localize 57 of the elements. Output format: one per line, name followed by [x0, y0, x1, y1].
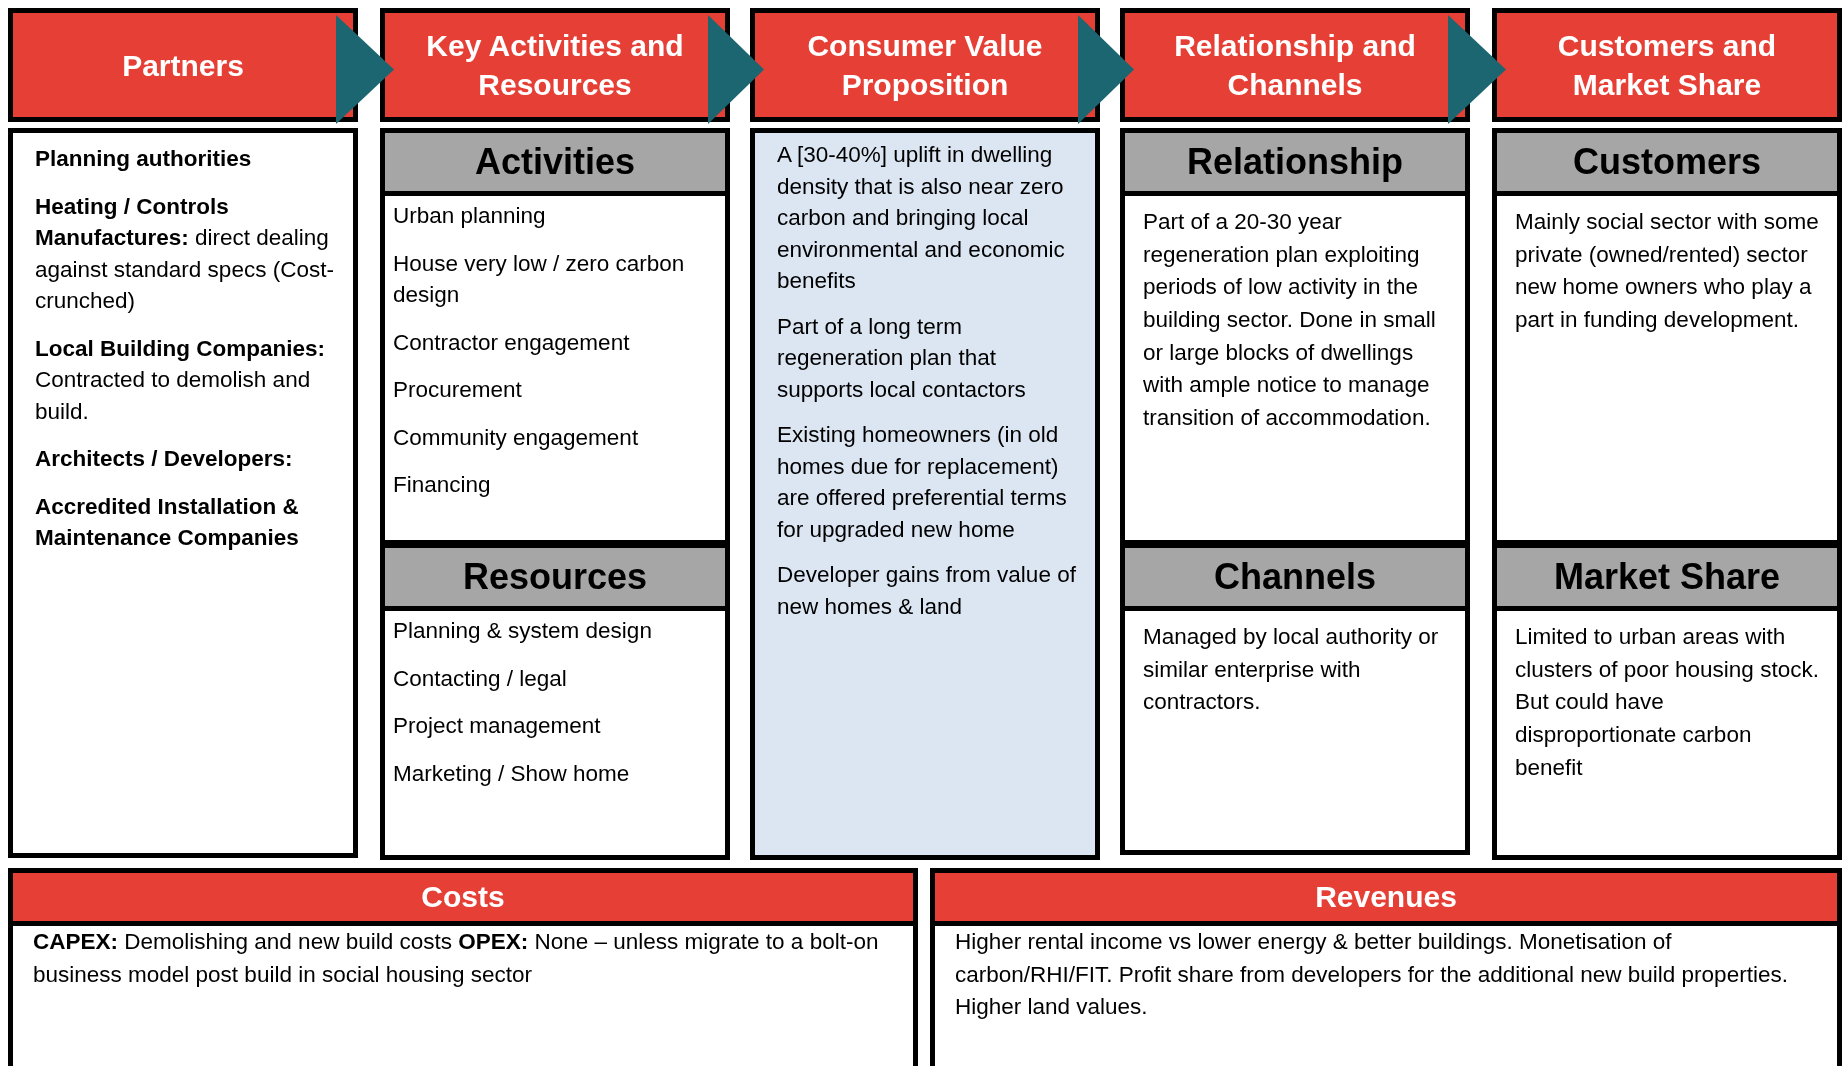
- panel-text: Limited to urban areas with clusters of poor housing stock. But could have disproportionate carbon benefit: [1515, 623, 1820, 782]
- panel-text: Contacting / legal: [393, 664, 568, 693]
- header-title: Key Activities and Resources: [425, 28, 685, 103]
- panel-text: Urban planning: [393, 202, 547, 230]
- chevron-arrow: [336, 15, 394, 124]
- content-panel: [8, 128, 358, 858]
- panel-text: Planning authorities: [35, 145, 253, 173]
- panel-text: Mainly social sector with some private (owned/rented) sector new home owners who play a part in funding development.: [1515, 208, 1820, 334]
- panel-text: CAPEX: Demolishing and new build costs OPEX: None – unless migrate to a bolt-on business model post build in social housing sector: [33, 928, 880, 989]
- content-panel: [380, 543, 730, 860]
- panel-text: A [30-40%] uplift in dwelling density that is also near zero carbon and bringing local environmental and economic benefits: [777, 141, 1066, 295]
- chevron-arrow: [1078, 15, 1134, 124]
- section-heading: Customers: [1497, 133, 1837, 196]
- header-title: Customers and Market Share: [1556, 28, 1778, 103]
- content-panel: [380, 128, 730, 545]
- chevron-arrow: [1448, 15, 1506, 124]
- content-panel: [1492, 543, 1842, 860]
- panel-text: Contractor engagement: [393, 328, 631, 357]
- panel-text: Marketing / Show home: [393, 759, 631, 788]
- content-panel: [930, 868, 1842, 1066]
- header-box: [750, 8, 1100, 122]
- chevron-arrow: [708, 15, 764, 124]
- section-heading: Resources: [385, 548, 725, 611]
- panel-text: Heating / Controls Manufactures: direct dealing against standard specs (Cost-crunched): [35, 192, 335, 315]
- panel-text: Part of a 20-30 year regeneration plan exploiting periods of low activity in the building sector. Done in small or large blocks of dwellings with ample notice to manage transition of accommodation.: [1143, 208, 1437, 432]
- panel-text: Financing: [393, 471, 492, 499]
- section-heading: Costs: [13, 873, 913, 926]
- panel-text: Planning & system design: [393, 617, 653, 645]
- header-title: Relationship and Channels: [1173, 28, 1417, 103]
- content-panel: [1120, 543, 1470, 855]
- content-panel: [8, 868, 918, 1066]
- panel-text: Community engagement: [393, 423, 640, 452]
- header-box: [380, 8, 730, 122]
- panel-text: Part of a long term regeneration plan that supports local contactors: [777, 312, 1027, 404]
- panel-text: Local Building Companies: Contracted to demolish and build.: [35, 334, 327, 426]
- section-heading: Activities: [385, 133, 725, 196]
- content-panel: [1120, 128, 1470, 545]
- panel-text: Higher rental income vs lower energy & better buildings. Monetisation of carbon/RHI/FIT. Profit share from developers for the additional new build properties. Higher land values.: [955, 928, 1789, 1022]
- section-heading: Channels: [1125, 548, 1465, 611]
- header-box: [8, 8, 358, 122]
- section-heading: Revenues: [935, 873, 1837, 926]
- panel-text: Architects / Developers:: [35, 445, 294, 473]
- section-heading: Relationship: [1125, 133, 1465, 196]
- header-title: Partners: [121, 47, 245, 84]
- panel-text: Procurement: [393, 376, 523, 404]
- panel-text: Existing homeowners (in old homes due for replacement) are offered preferential terms for upgraded new home: [777, 421, 1068, 544]
- header-title: Consumer Value Proposition: [806, 28, 1044, 103]
- panel-text: Developer gains from value of new homes & land: [777, 561, 1077, 621]
- panel-text: Project management: [393, 712, 602, 740]
- panel-text: House very low / zero carbon design: [393, 249, 686, 309]
- section-heading: Market Share: [1497, 548, 1837, 611]
- content-panel: [1492, 128, 1842, 545]
- panel-text: Managed by local authority or similar enterprise with contractors.: [1143, 623, 1440, 717]
- panel-text: Accredited Installation & Maintenance Companies: [35, 492, 300, 552]
- header-box: [1120, 8, 1470, 122]
- content-panel: [750, 128, 1100, 860]
- header-box: [1492, 8, 1842, 122]
